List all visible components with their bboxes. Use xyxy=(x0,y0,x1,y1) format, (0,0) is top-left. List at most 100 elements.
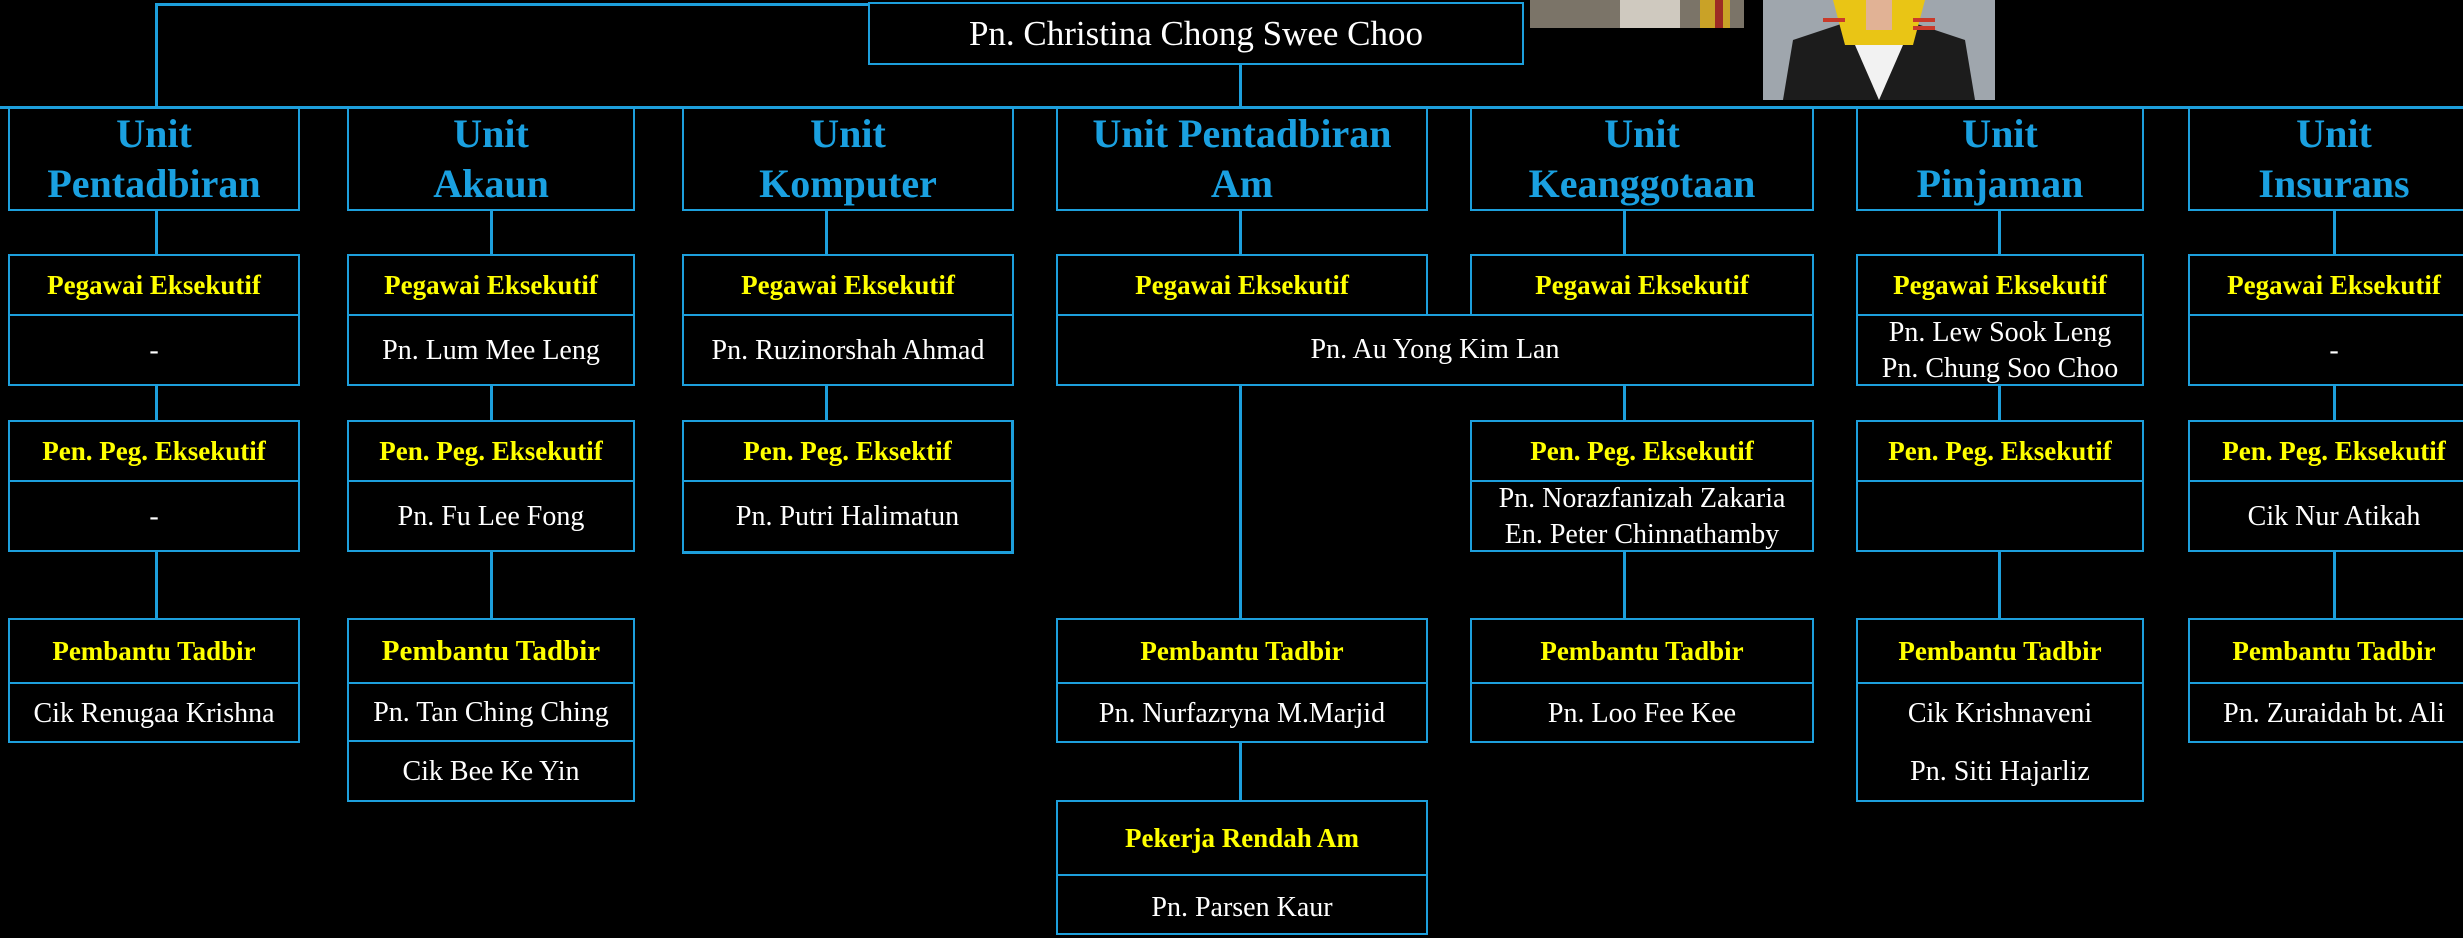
role-box: Pegawai Eksekutif - xyxy=(8,254,300,386)
person-name: Pn. Tan Ching Ching xyxy=(373,697,609,728)
connector-line xyxy=(1239,64,1242,108)
connector-line xyxy=(1239,210,1242,810)
role-box: Pembantu Tadbir Cik Krishnaveni Pn. Siti… xyxy=(1856,618,2144,802)
role-row: Pembantu Tadbir xyxy=(10,620,298,684)
name-row: Pn. Siti Hajarliz xyxy=(1858,744,2142,800)
unit-header: Unit Komputer xyxy=(682,107,1014,211)
unit-title: Unit Pentadbiran Am xyxy=(1092,111,1392,206)
role-box: Pembantu Tadbir Pn. Tan Ching Ching Cik … xyxy=(347,618,635,802)
unit-header: Unit Pinjaman xyxy=(1856,107,2144,211)
head-name: Pn. Christina Chong Swee Choo xyxy=(968,13,1424,53)
unit-title: Unit Pentadbiran xyxy=(47,111,261,206)
person-name: Pn. Zuraidah bt. Ali xyxy=(2223,697,2445,729)
person-name: Pn. Lew Sook Leng xyxy=(1888,317,2112,348)
role-row: Pen. Peg. Eksekutif xyxy=(10,422,298,482)
name-row: Pn. Loo Fee Kee xyxy=(1472,686,1812,741)
role-label: Pegawai Eksekutif xyxy=(2227,269,2441,300)
role-box: Pegawai Eksekutif Pn. Lew Sook Leng Pn. … xyxy=(1856,254,2144,386)
unit-title: Unit Akaun xyxy=(433,111,549,206)
role-row: Pekerja Rendah Am xyxy=(1058,802,1426,876)
role-row: Pegawai Eksekutif xyxy=(2190,256,2463,316)
name-row: Pn. Norazfanizah Zakaria En. Peter Chinn… xyxy=(1472,483,1812,550)
person-name: - xyxy=(2329,335,2339,366)
staff-photo xyxy=(1763,0,1995,100)
role-label: Pembantu Tadbir xyxy=(1540,635,1744,666)
name-row: Cik Krishnaveni xyxy=(1858,686,2142,742)
person-name: Cik Nur Atikah xyxy=(2247,501,2421,532)
unit-title: Unit Insurans xyxy=(2258,111,2410,206)
connector-line xyxy=(490,210,493,620)
unit-header: Unit Insurans xyxy=(2188,107,2463,211)
role-row: Pegawai Eksekutif xyxy=(1858,256,2142,316)
role-row: Pen. Peg. Eksekutif xyxy=(2190,422,2463,482)
role-box: Pegawai Eksekutif xyxy=(1056,254,1428,316)
role-label: Pen. Peg. Eksekutif xyxy=(379,435,603,466)
person-name: Pn. Nurfazryna M.Marjid xyxy=(1098,697,1386,729)
name-row xyxy=(1858,484,2142,550)
person-name: Pn. Putri Halimatun xyxy=(735,501,960,532)
role-box: Pen. Peg. Eksekutif Cik Nur Atikah xyxy=(2188,420,2463,552)
name-row: Pn. Zuraidah bt. Ali xyxy=(2190,686,2463,741)
unit-title: Unit Komputer xyxy=(759,111,937,206)
staff-photo xyxy=(1530,0,1744,28)
name-row: Pn. Ruzinorshah Ahmad xyxy=(684,318,1012,384)
role-label: Pen. Peg. Eksekutif xyxy=(2222,435,2446,466)
name-row: Pn. Putri Halimatun xyxy=(684,484,1011,550)
unit-header: Unit Pentadbiran xyxy=(8,107,300,211)
name-row: Pn. Parsen Kaur xyxy=(1058,878,1426,938)
role-row: Pegawai Eksekutif xyxy=(349,256,633,316)
role-row: Pegawai Eksekutif xyxy=(10,256,298,316)
role-box: Pembantu Tadbir Pn. Nurfazryna M.Marjid xyxy=(1056,618,1428,743)
head-box: Pn. Christina Chong Swee Choo xyxy=(868,2,1524,65)
role-box: Pembantu Tadbir Pn. Loo Fee Kee xyxy=(1470,618,1814,743)
person-name: Cik Krishnaveni xyxy=(1907,698,2093,729)
role-box: Pembantu Tadbir Pn. Zuraidah bt. Ali xyxy=(2188,618,2463,743)
person-name: Pn. Parsen Kaur xyxy=(1151,892,1333,923)
role-box: Pekerja Rendah Am Pn. Parsen Kaur xyxy=(1056,800,1428,935)
shared-name-box: Pn. Au Yong Kim Lan xyxy=(1056,314,1814,386)
role-label: Pegawai Eksekutif xyxy=(1893,269,2107,300)
name-row: Pn. Nurfazryna M.Marjid xyxy=(1058,686,1426,741)
person-name: Pn. Norazfanizah Zakaria xyxy=(1498,483,1786,514)
person-name: Pn. Loo Fee Kee xyxy=(1547,697,1737,729)
person-name: En. Peter Chinnathamby xyxy=(1504,519,1780,550)
role-box: Pegawai Eksekutif xyxy=(1470,254,1814,316)
role-label: Pembantu Tadbir xyxy=(1898,635,2102,666)
name-row: Cik Bee Ke Yin xyxy=(349,744,633,800)
name-row: Cik Nur Atikah xyxy=(2190,484,2463,550)
role-label: Pegawai Eksekutif xyxy=(1535,269,1749,300)
role-row: Pen. Peg. Eksekutif xyxy=(1472,422,1812,482)
role-row: Pembantu Tadbir xyxy=(1058,620,1426,684)
role-box: Pen. Peg. Eksekutif xyxy=(1856,420,2144,552)
person-name: Cik Bee Ke Yin xyxy=(402,756,580,787)
person-name: - xyxy=(149,501,159,532)
role-label: Pegawai Eksekutif xyxy=(384,269,598,300)
role-box: Pen. Peg. Eksektif Pn. Putri Halimatun xyxy=(682,420,1014,554)
role-label: Pembantu Tadbir xyxy=(1140,635,1344,666)
name-row: - xyxy=(10,318,298,384)
role-row: Pembantu Tadbir xyxy=(2190,620,2463,684)
name-row: Pn. Lum Mee Leng xyxy=(349,318,633,384)
role-box: Pegawai Eksekutif Pn. Ruzinorshah Ahmad xyxy=(682,254,1014,386)
unit-title: Unit Pinjaman xyxy=(1916,111,2084,206)
role-label: Pen. Peg. Eksekutif xyxy=(1530,435,1754,466)
role-box: Pembantu Tadbir Cik Renugaa Krishna xyxy=(8,618,300,743)
connector-line xyxy=(155,3,158,108)
connector-line xyxy=(2333,210,2336,620)
connector-line xyxy=(155,210,158,620)
person-name: - xyxy=(149,335,159,366)
role-label: Pen. Peg. Eksekutif xyxy=(1888,435,2112,466)
name-row: Pn. Tan Ching Ching xyxy=(349,686,633,742)
name-row: - xyxy=(10,484,298,550)
unit-title: Unit Keanggotaan xyxy=(1528,111,1756,206)
role-label: Pegawai Eksekutif xyxy=(1135,269,1349,300)
role-box: Pen. Peg. Eksekutif Pn. Norazfanizah Zak… xyxy=(1470,420,1814,552)
role-label: Pembantu Tadbir xyxy=(52,635,256,666)
person-name: Pn. Siti Hajarliz xyxy=(1910,756,2090,787)
name-row: - xyxy=(2190,318,2463,384)
role-box: Pegawai Eksekutif Pn. Lum Mee Leng xyxy=(347,254,635,386)
person-name: Cik Renugaa Krishna xyxy=(33,697,275,729)
role-row: Pen. Peg. Eksekutif xyxy=(1858,422,2142,482)
role-label: Pen. Peg. Eksekutif xyxy=(42,435,266,466)
name-row: Pn. Lew Sook Leng Pn. Chung Soo Choo xyxy=(1858,317,2142,384)
